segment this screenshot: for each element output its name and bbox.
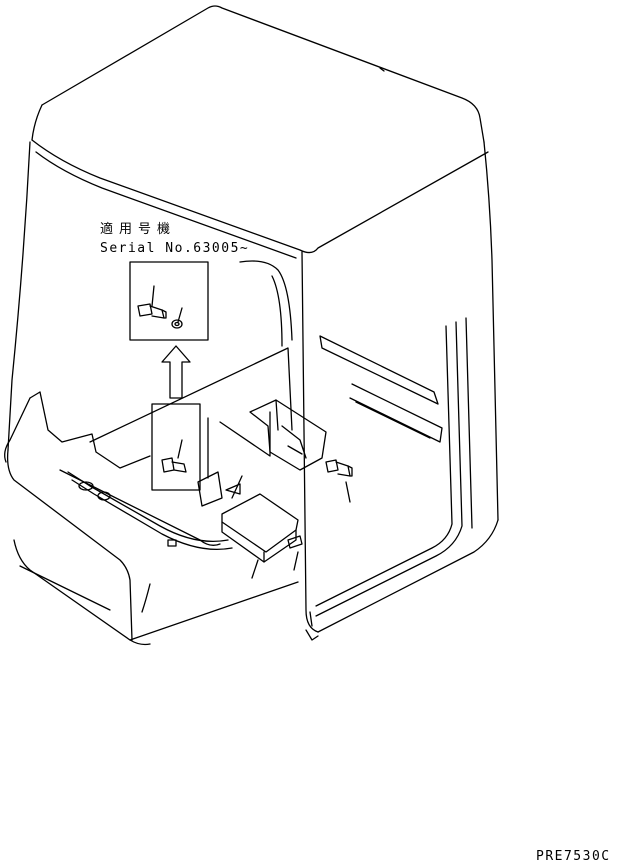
drawing-code: PRE7530C	[536, 849, 611, 864]
upward-arrow	[161, 345, 191, 399]
mounting-bracket	[249, 399, 327, 471]
bolt-icon	[161, 457, 187, 473]
cab-roof	[31, 5, 489, 259]
washer-icon	[171, 319, 183, 329]
serial-applicability-note: 適用号機 Serial No.63005~	[100, 220, 249, 258]
controller-box	[197, 471, 303, 563]
rear-window-panels	[319, 335, 443, 443]
detail-box	[129, 261, 209, 341]
serial-number-label: Serial No.63005~	[100, 241, 250, 256]
hose	[67, 471, 233, 551]
partition-plate	[89, 347, 293, 479]
door-frame	[309, 317, 473, 627]
cab-walls	[7, 141, 499, 633]
bolt-icon	[325, 459, 353, 477]
applicable-models-label: 適用号機	[100, 222, 177, 237]
bolt-icon	[137, 303, 167, 319]
original-part-box	[151, 403, 201, 491]
front-console	[4, 391, 319, 646]
leader-lines	[151, 285, 351, 579]
